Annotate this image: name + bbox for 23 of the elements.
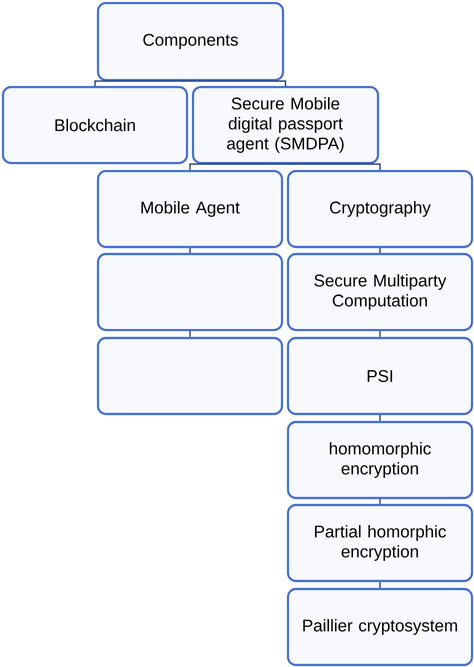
connector-line bbox=[379, 248, 381, 253]
box: Partial homorphic encryption bbox=[286, 504, 474, 582]
box: PSI bbox=[286, 336, 474, 416]
box: Mobile Agent bbox=[96, 170, 284, 248]
connector-line bbox=[379, 331, 381, 337]
connector-line bbox=[189, 331, 191, 337]
box: Cryptography bbox=[286, 170, 474, 248]
box: Components bbox=[96, 2, 284, 82]
box: Paillier cryptosystem bbox=[286, 588, 474, 666]
connector-line bbox=[379, 499, 381, 504]
connector-line bbox=[286, 163, 381, 170]
connector-line bbox=[379, 582, 381, 588]
box: Secure Multiparty Computation bbox=[286, 252, 474, 332]
connector-line bbox=[379, 415, 381, 421]
connector-line bbox=[189, 248, 191, 253]
box: Secure Mobile digital passport agent (SMDPA) bbox=[192, 86, 380, 164]
connector-line bbox=[94, 80, 190, 86]
empty-box bbox=[96, 336, 284, 416]
connector-line bbox=[189, 163, 286, 170]
box: homomorphic encryption bbox=[286, 420, 474, 500]
connector-line bbox=[190, 80, 286, 86]
empty-box bbox=[96, 252, 284, 332]
box: Blockchain bbox=[2, 86, 188, 164]
